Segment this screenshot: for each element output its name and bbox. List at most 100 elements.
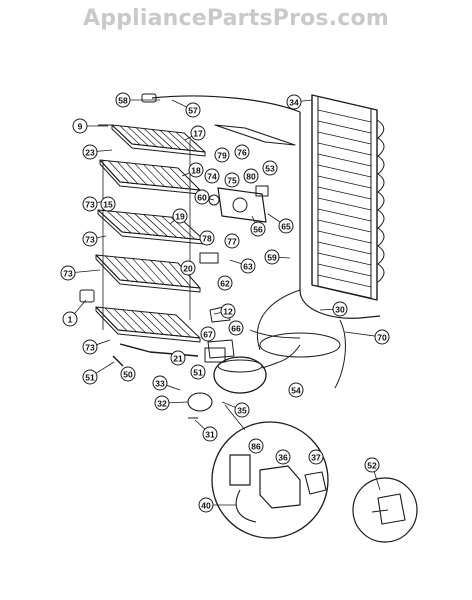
callout-bubble (234, 144, 250, 160)
callout-leader (95, 361, 115, 374)
callout-number: 9 (78, 122, 83, 132)
shelf-1 (111, 124, 206, 157)
callout-number: 59 (267, 253, 277, 263)
callout-bubble (202, 426, 218, 442)
callout-number: 12 (223, 307, 233, 317)
callout-number: 36 (278, 453, 288, 463)
callout-bubble (82, 231, 98, 247)
part-67 (207, 339, 235, 359)
callout-number: 57 (188, 106, 198, 116)
callout-number: 73 (85, 200, 95, 210)
callout-number: 20 (183, 264, 193, 274)
callout-leader (171, 99, 187, 108)
callout-bubble (250, 221, 266, 237)
callout-bubble (275, 449, 291, 465)
callout-bubble (228, 320, 244, 336)
callout-bubble (198, 497, 214, 513)
callout-bubble (220, 303, 236, 319)
callout-leader (96, 339, 111, 346)
callout-leader (300, 99, 313, 102)
callout-bubble (200, 326, 216, 342)
callout-bubble (190, 125, 206, 141)
callout-number: 1 (68, 315, 73, 325)
callout-bubble (82, 369, 98, 385)
callout-leader (74, 299, 87, 314)
callout-leader (184, 135, 193, 141)
callout-leader (168, 401, 189, 404)
callout-bubble (120, 366, 136, 382)
callout-number: 73 (85, 343, 95, 353)
callout-bubble (374, 329, 390, 345)
callout-bubble (248, 438, 264, 454)
callout-number: 58 (118, 96, 128, 106)
callout-bubble (185, 102, 201, 118)
callout-bubble (234, 402, 250, 418)
fan-assembly (208, 185, 269, 223)
relay-part (187, 392, 213, 412)
callout-leader (208, 198, 215, 201)
part-1 (79, 289, 95, 303)
callout-number: 52 (367, 461, 377, 471)
callout-bubble (170, 350, 186, 366)
compressor (204, 344, 301, 394)
callout-bubble (72, 118, 88, 134)
callout-number: 40 (201, 501, 211, 511)
callout-bubble (154, 395, 170, 411)
callout-number: 79 (217, 151, 227, 161)
callout-bubble (288, 382, 304, 398)
callout-leader (194, 419, 206, 430)
callout-bubble (60, 265, 76, 281)
callout-number: 80 (246, 172, 256, 182)
callout-leader (251, 215, 256, 223)
callout-bubble (224, 233, 240, 249)
callout-bubble (264, 249, 280, 265)
callout-number: 53 (265, 164, 275, 174)
callout-number: 35 (237, 406, 247, 416)
callout-number: 17 (193, 129, 203, 139)
callout-bubble (217, 275, 233, 291)
callout-number: 74 (207, 172, 217, 182)
shelf-3 (97, 209, 205, 245)
callout-number: 63 (243, 262, 253, 272)
callout-bubble (199, 230, 215, 246)
callout-number: 51 (85, 373, 95, 383)
top-duct (214, 124, 296, 146)
shelf-2 (99, 159, 201, 195)
callout-bubble (82, 196, 98, 212)
callout-number: 76 (237, 148, 247, 158)
callout-number: 32 (157, 399, 167, 409)
callout-leader (373, 471, 381, 491)
callout-number: 67 (203, 330, 213, 340)
callout-number: 70 (377, 333, 387, 343)
callout-bubble (100, 196, 116, 212)
callout-bubble (188, 162, 204, 178)
callout-leader (166, 384, 181, 391)
callout-number: 54 (291, 386, 301, 396)
light-socket (141, 93, 157, 103)
callout-number: 62 (220, 279, 230, 289)
callout-leader (74, 269, 101, 273)
callout-bubble (224, 172, 240, 188)
callout-bubble (180, 260, 196, 276)
callout-number: 21 (173, 354, 183, 364)
callout-bubble (172, 208, 188, 224)
callout-leader (278, 256, 291, 259)
callout-bubble (278, 218, 294, 234)
callout-number: 30 (335, 305, 345, 315)
callout-bubble (286, 94, 302, 110)
callout-bubble (308, 449, 324, 465)
callout-bubble (82, 144, 98, 160)
callout-number: 34 (289, 98, 299, 108)
callout-number: 19 (175, 212, 185, 222)
callout-leader (213, 312, 222, 315)
callout-leader (344, 331, 376, 337)
callout-bubble (364, 457, 380, 473)
callout-number: 65 (281, 222, 291, 232)
callout-number: 73 (63, 269, 73, 279)
shelf-5 (95, 306, 201, 343)
callout-bubble (243, 168, 259, 184)
callout-bubble (240, 258, 256, 274)
callout-bubble (115, 92, 131, 108)
